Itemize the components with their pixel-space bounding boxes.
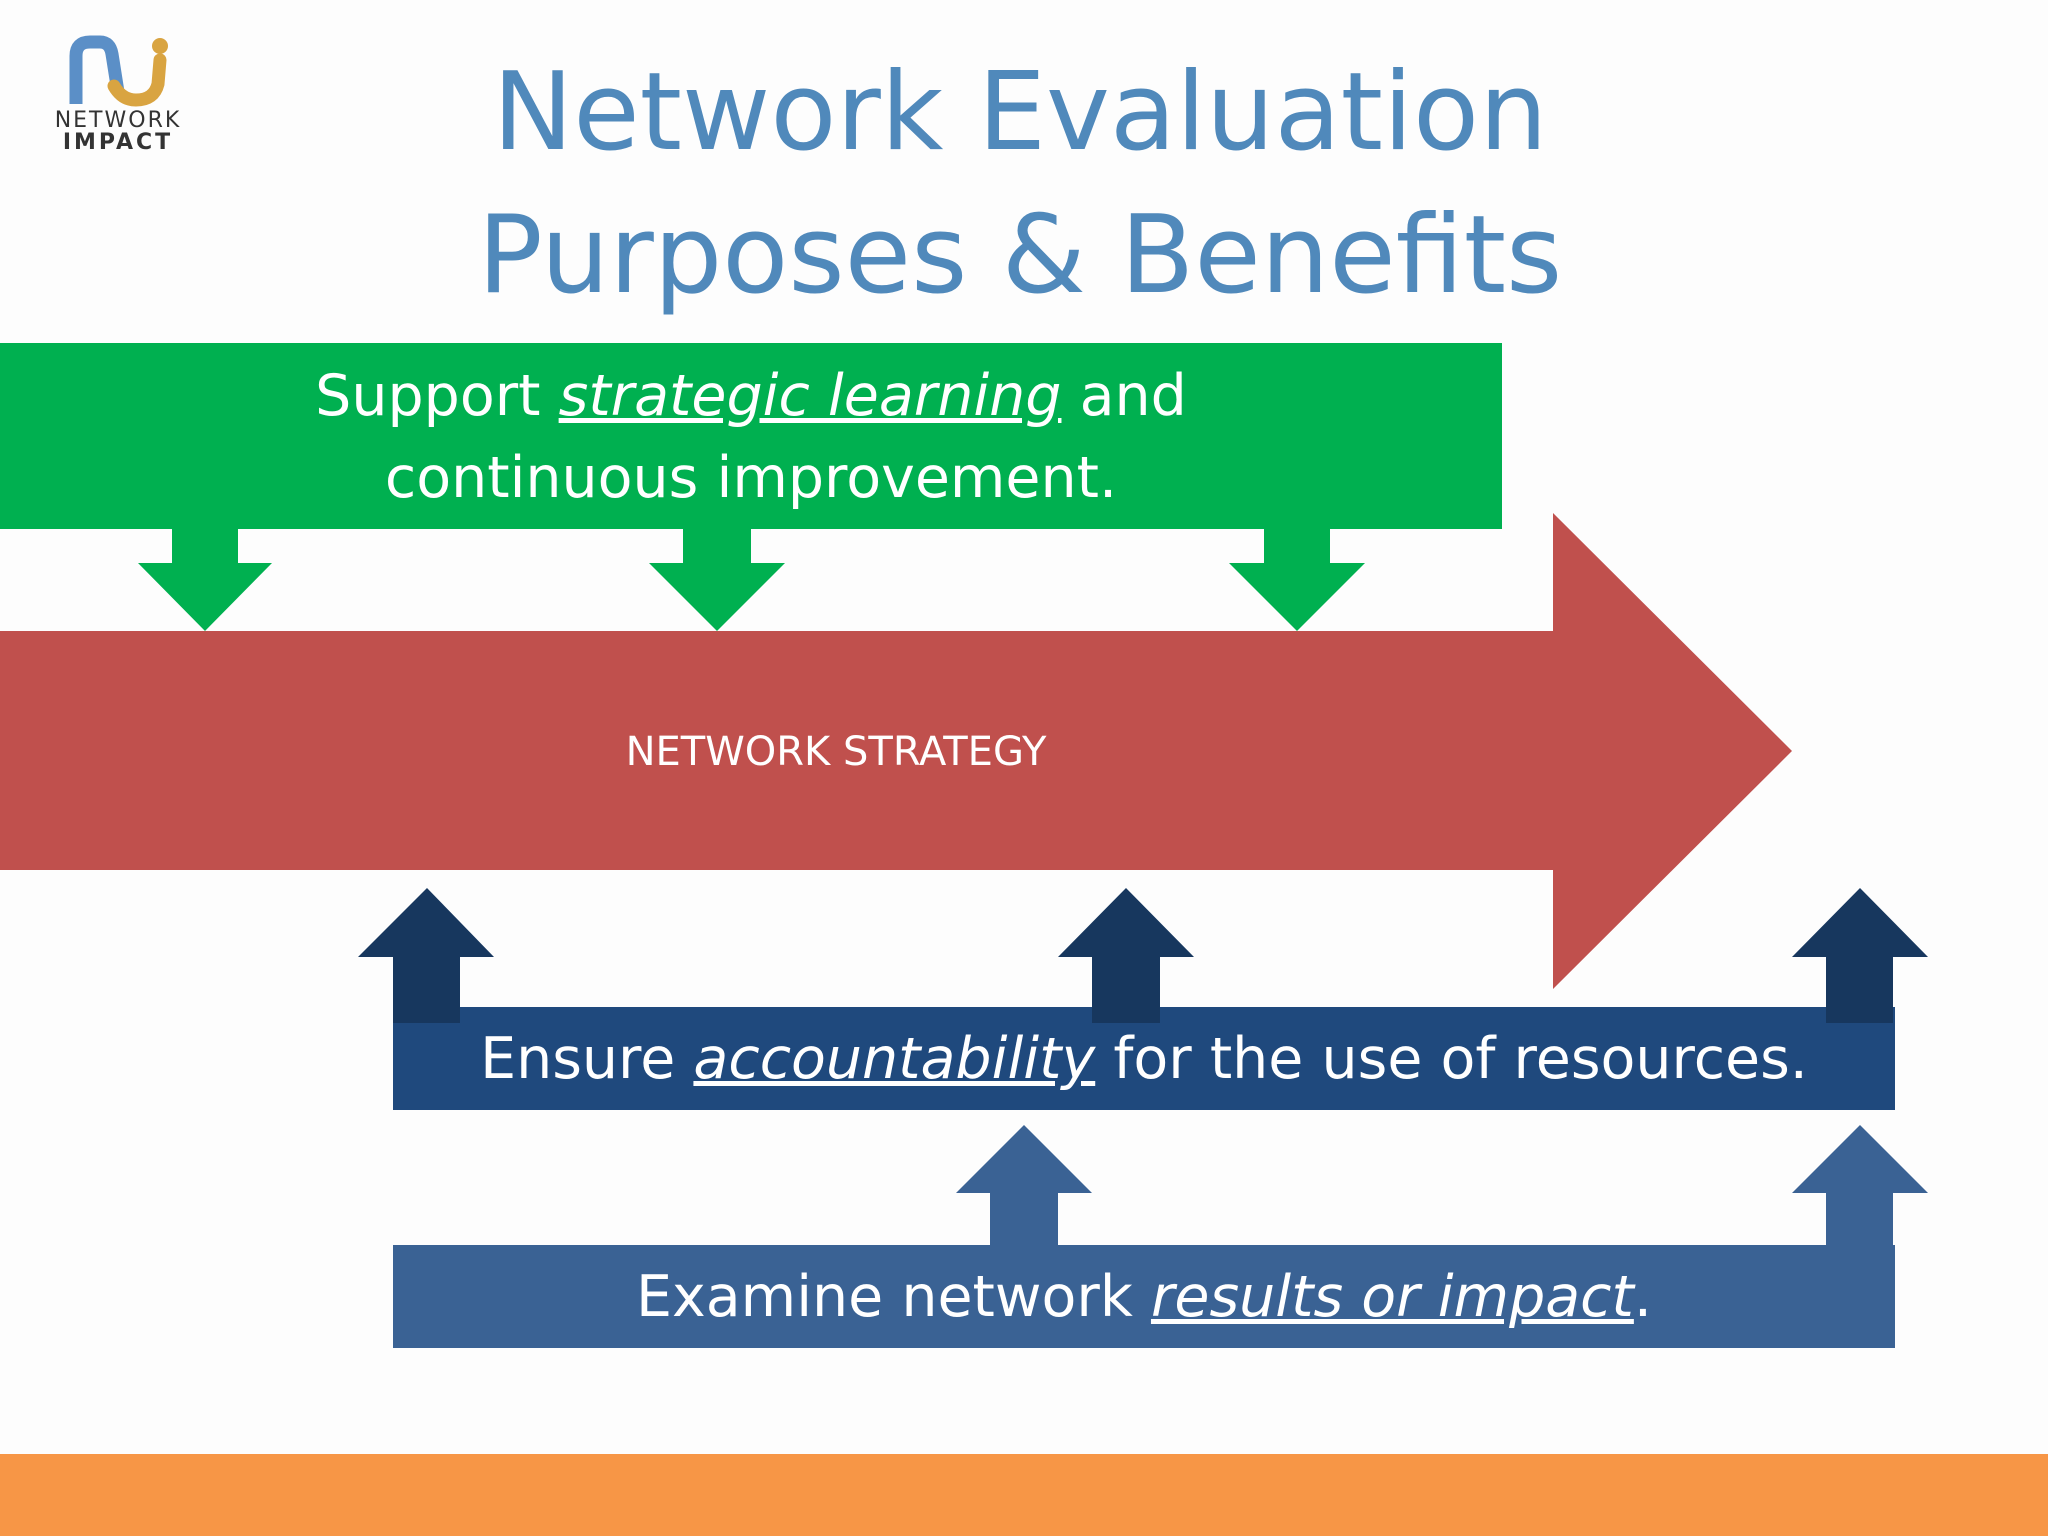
green-down-arrow-2 xyxy=(649,529,785,631)
blue-text-emphasis: results or impact xyxy=(1150,1264,1634,1330)
green-text-pre: Support xyxy=(315,363,559,429)
green-box-text-line2: continuous improvement. xyxy=(384,445,1118,511)
logo-mark-icon xyxy=(69,35,168,107)
navy-box xyxy=(393,1007,1895,1110)
blue-box xyxy=(393,1245,1895,1348)
title-line-1: Network Evaluation xyxy=(492,50,1548,175)
green-text-emphasis: strategic learning xyxy=(558,363,1062,429)
green-text-post: and xyxy=(1061,363,1187,429)
navy-up-arrow-1 xyxy=(358,888,494,1023)
footer-bar xyxy=(0,1454,2048,1536)
green-box xyxy=(0,343,1502,529)
logo-text-line2: IMPACT xyxy=(62,130,174,155)
navy-up-arrow-3 xyxy=(1792,888,1928,1023)
network-strategy-label: NETWORK STRATEGY xyxy=(625,729,1047,775)
blue-text-pre: Examine network xyxy=(636,1264,1151,1330)
blue-box-text: Examine network results or impact. xyxy=(393,1258,1895,1336)
green-down-arrow-1 xyxy=(138,529,272,631)
blue-up-arrow-1 xyxy=(956,1125,1092,1245)
navy-text-pre: Ensure xyxy=(480,1026,694,1092)
navy-up-arrow-2 xyxy=(1058,888,1194,1023)
network-impact-logo: NETWORK IMPACT xyxy=(18,34,218,164)
network-strategy-arrow xyxy=(0,513,1792,989)
blue-up-arrow-2 xyxy=(1792,1125,1928,1245)
navy-text-emphasis: accountability xyxy=(693,1026,1096,1092)
title-line-2: Purposes & Benefits xyxy=(477,193,1563,318)
navy-box-text: Ensure accountability for the use of res… xyxy=(393,1020,1895,1098)
green-box-text-line1: Support strategic learning and xyxy=(0,356,1502,436)
logo-text-line1: NETWORK xyxy=(54,108,182,133)
blue-text-post: . xyxy=(1633,1264,1652,1330)
navy-text-post: for the use of resources. xyxy=(1095,1026,1808,1092)
green-down-arrow-3 xyxy=(1229,529,1365,631)
